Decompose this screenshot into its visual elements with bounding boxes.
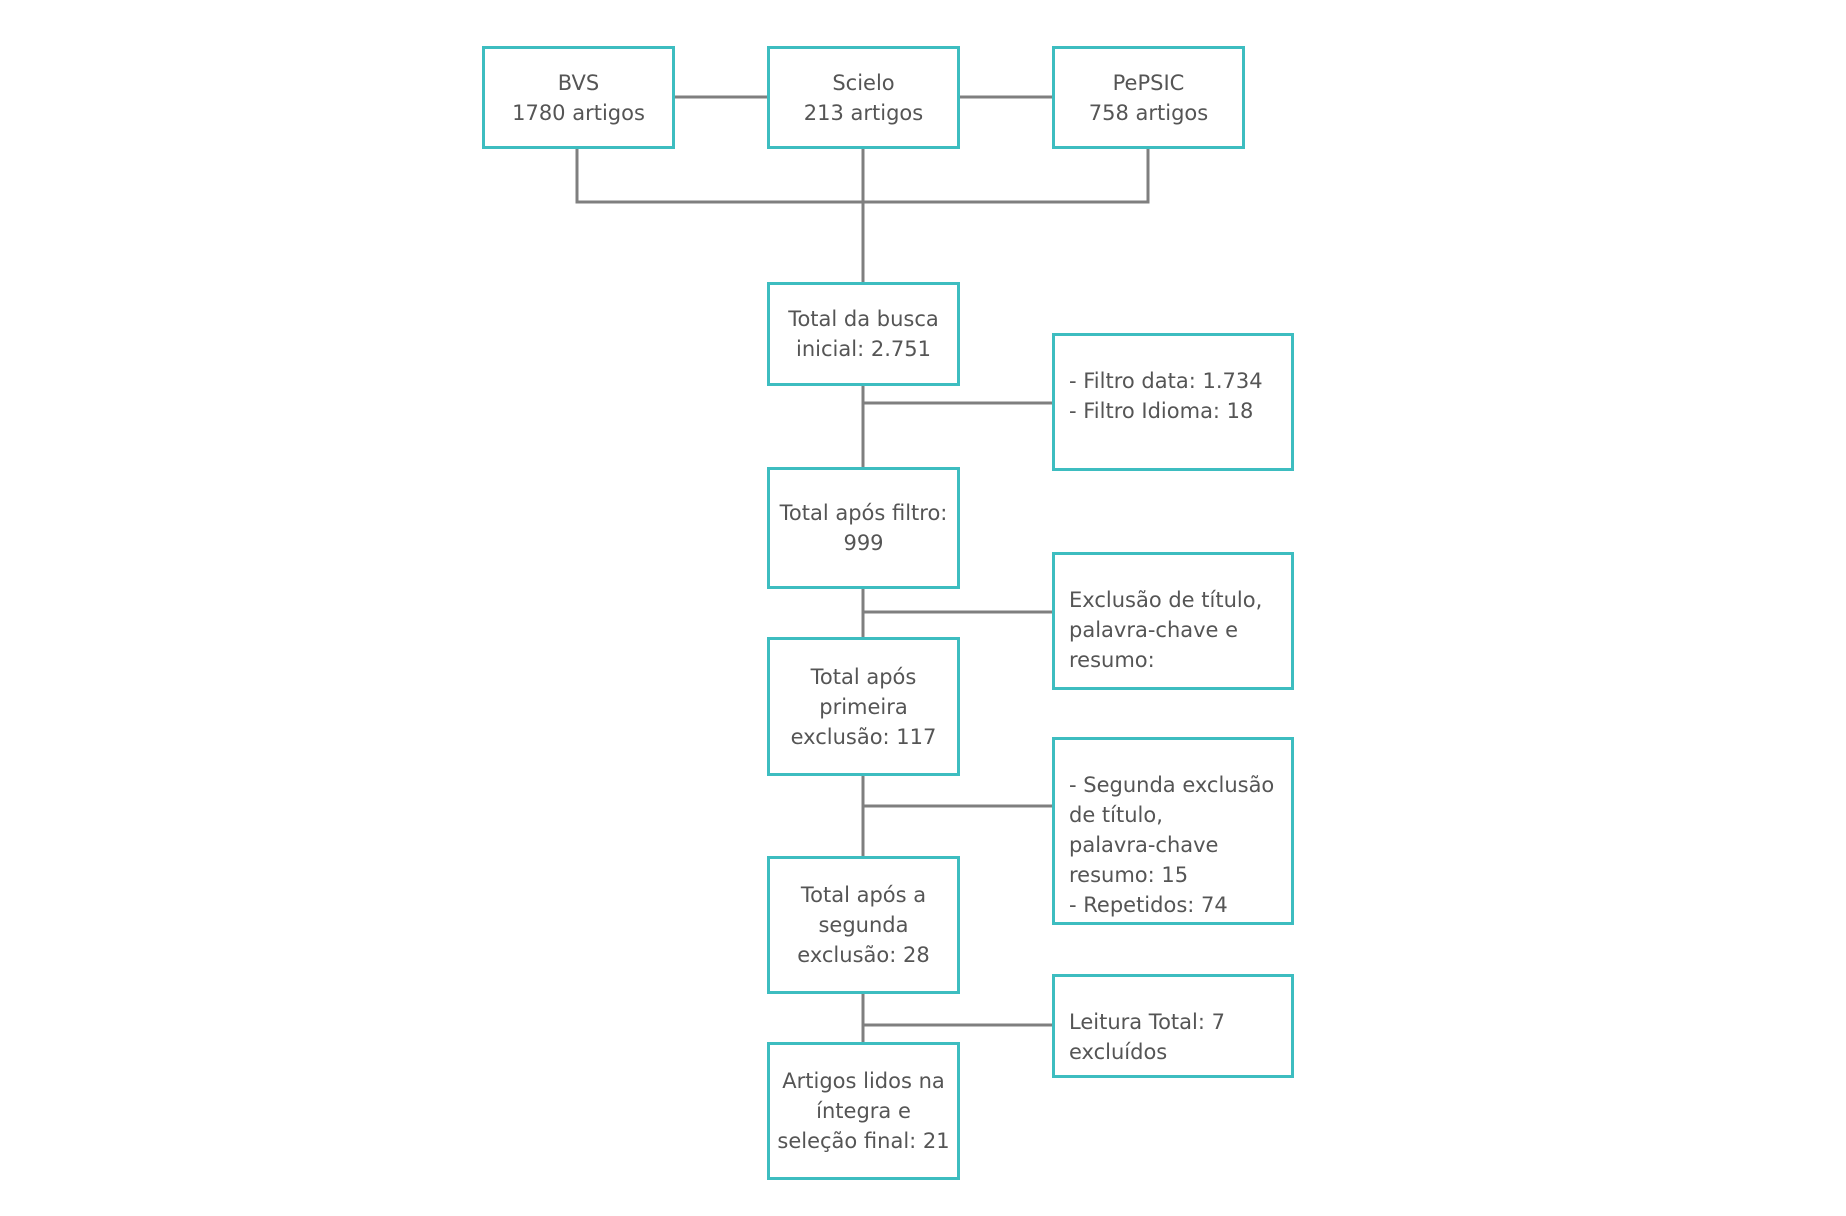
step-text: segunda: [818, 913, 909, 937]
exclusion-text: - Filtro Idioma: 18: [1069, 399, 1254, 423]
step-text: Total após filtro:: [779, 501, 948, 525]
exclusion-box-title-keyword-abstract: Exclusão de título, palavra-chave e resu…: [1052, 552, 1294, 690]
exclusion-box-filters: - Filtro data: 1.734 - Filtro Idioma: 18: [1052, 333, 1294, 471]
step-text: exclusão: 28: [797, 943, 930, 967]
source-box-pepsic: PePSIC 758 artigos: [1052, 46, 1245, 149]
exclusion-text: Leitura Total: 7: [1069, 1010, 1225, 1034]
exclusion-text: de título,: [1069, 803, 1163, 827]
step-text: Artigos lidos na: [782, 1069, 945, 1093]
step-box-final-selection: Artigos lidos na íntegra e seleção final…: [767, 1042, 960, 1180]
exclusion-text: resumo: 15: [1069, 863, 1189, 887]
step-text: 999: [843, 531, 884, 555]
step-box-second-exclusion: Total após a segunda exclusão: 28: [767, 856, 960, 994]
source-name: BVS: [557, 70, 600, 95]
source-name: PePSIC: [1112, 70, 1185, 95]
step-text: inicial: 2.751: [796, 337, 931, 361]
source-box-bvs: BVS 1780 artigos: [482, 46, 675, 149]
exclusion-text: - Filtro data: 1.734: [1069, 369, 1263, 393]
exclusion-text: - Segunda exclusão: [1069, 773, 1275, 797]
exclusion-text: - Repetidos: 74: [1069, 893, 1228, 917]
step-text: Total da busca: [788, 307, 939, 331]
step-text: exclusão: 117: [790, 724, 937, 749]
exclusion-text: palavra-chave e: [1069, 618, 1239, 642]
source-count: 758 artigos: [1088, 100, 1209, 125]
exclusion-text: excluídos: [1069, 1040, 1168, 1064]
step-box-after-filter: Total após filtro: 999: [767, 467, 960, 589]
step-text: Total após a: [800, 883, 927, 907]
step-text: íntegra e: [816, 1099, 911, 1123]
step-text: Total após: [810, 664, 917, 689]
source-count: 1780 artigos: [512, 100, 645, 125]
step-box-initial-search: Total da busca inicial: 2.751: [767, 282, 960, 386]
exclusion-box-full-reading: Leitura Total: 7 excluídos: [1052, 974, 1294, 1078]
source-count: 213 artigos: [803, 100, 924, 125]
step-box-first-exclusion: Total após primeira exclusão: 117: [767, 637, 960, 776]
source-name: Scielo: [832, 70, 895, 95]
source-box-scielo: Scielo 213 artigos: [767, 46, 960, 149]
step-text: primeira: [819, 694, 908, 719]
step-text: seleção final: 21: [777, 1129, 950, 1153]
exclusion-text: Exclusão de título,: [1069, 588, 1263, 612]
exclusion-text: palavra-chave: [1069, 833, 1219, 857]
exclusion-box-second-exclusion: - Segunda exclusão de título, palavra-ch…: [1052, 737, 1294, 925]
exclusion-text: resumo:: [1069, 648, 1155, 672]
